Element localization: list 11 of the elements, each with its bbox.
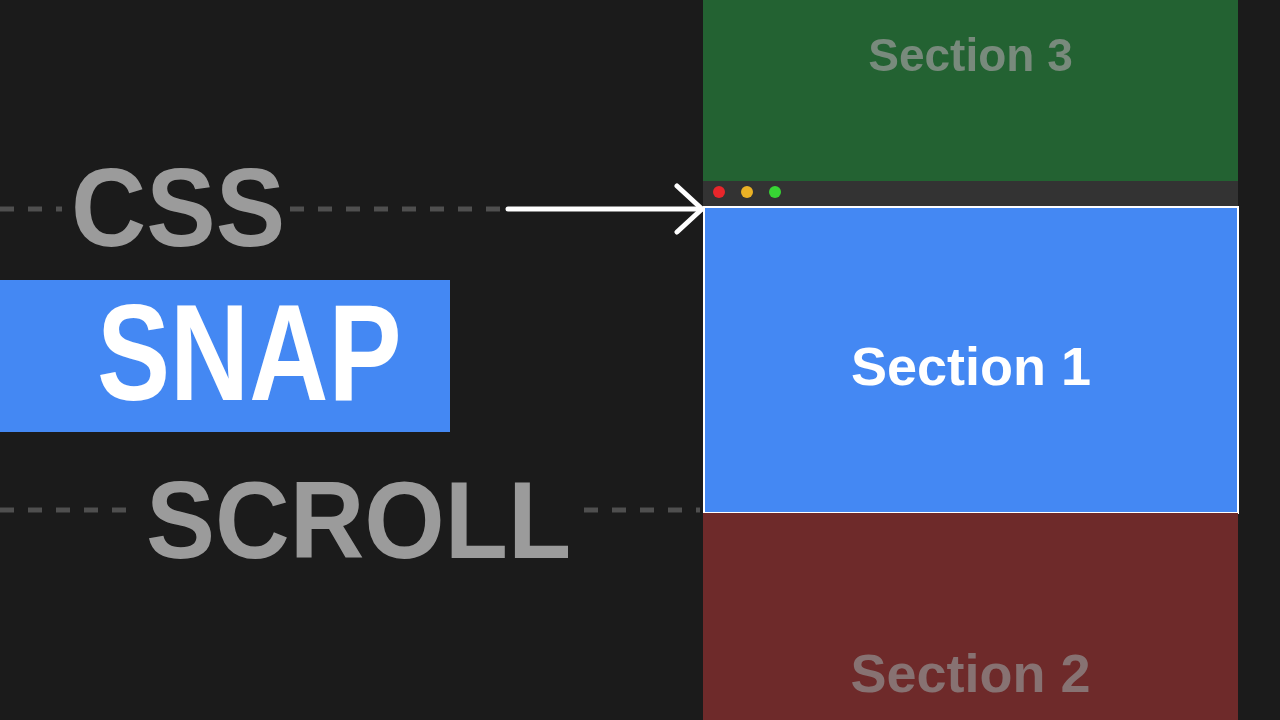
section-heading: Section 2: [850, 646, 1091, 700]
heading-text: CSS: [71, 152, 286, 264]
arrow: [505, 183, 705, 235]
section-panel: [703, 206, 1239, 514]
heading-text: SCROLL: [146, 465, 572, 575]
section-heading: Section 3: [868, 32, 1073, 78]
section-panel: [703, 0, 1238, 181]
highlight-banner: [0, 280, 450, 432]
banner-text: SNAP: [97, 284, 402, 421]
section-panel: [703, 513, 1238, 720]
section-heading: Section 1: [850, 339, 1092, 393]
